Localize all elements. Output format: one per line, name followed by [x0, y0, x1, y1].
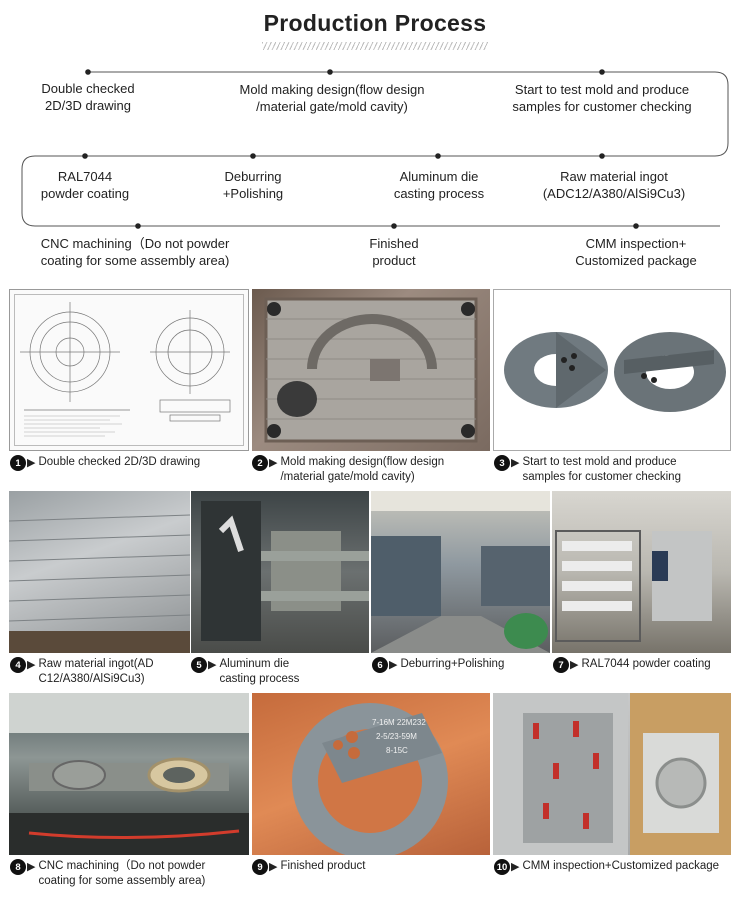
step-number-badge: 1 — [10, 455, 26, 471]
step-number-badge: 7 — [553, 657, 569, 673]
flow-node — [250, 153, 256, 159]
photo-cnc-machining — [9, 693, 249, 855]
flow-node — [327, 69, 333, 75]
flow-step-raw-material: Raw material ingot(ADC12/A380/AlSi9Cu3) — [542, 169, 686, 201]
step-number-badge: 6 — [372, 657, 388, 673]
arrow-right-icon: ▶ — [27, 659, 36, 671]
caption-7: 7▶ RAL7044 powder coating — [553, 657, 711, 673]
process-flow-diagram — [21, 69, 729, 229]
photo-2d-3d-drawing — [9, 289, 249, 451]
flow-node — [599, 69, 605, 75]
photo-mold — [252, 289, 490, 451]
step-number-badge: 8 — [10, 859, 26, 875]
part-marking-3: 8-15C — [386, 746, 408, 755]
flow-node — [599, 153, 605, 159]
flow-node — [435, 153, 441, 159]
photo-die-casting-machine — [191, 491, 369, 653]
arrow-right-icon: ▶ — [269, 861, 278, 873]
flow-node — [82, 153, 88, 159]
photo-deburring-workshop — [371, 491, 550, 653]
flow-step-mold-design: Mold making design(flow design/material … — [239, 82, 425, 114]
step-number-badge: 10 — [494, 859, 510, 875]
caption-6: 6▶ Deburring+Polishing — [372, 657, 504, 673]
flow-step-deburring: Deburring+Polishing — [222, 169, 284, 201]
arrow-right-icon: ▶ — [269, 457, 278, 469]
step-number-badge: 2 — [252, 455, 268, 471]
step-number-badge: 3 — [494, 455, 510, 471]
flow-node — [633, 223, 639, 229]
arrow-right-icon: ▶ — [511, 457, 520, 469]
step-number-badge: 5 — [191, 657, 207, 673]
page-title: Production Process — [263, 10, 487, 36]
part-marking-2: 2-5/23-59M — [376, 732, 417, 741]
photo-cmm-inspection — [493, 693, 731, 855]
flow-node — [135, 223, 141, 229]
arrow-right-icon: ▶ — [570, 659, 579, 671]
caption-9: 9▶ Finished product — [252, 859, 366, 875]
step-number-badge: 9 — [252, 859, 268, 875]
caption-2: 2▶ Mold making design(flow design/materi… — [252, 455, 444, 485]
caption-10: 10▶ CMM inspection+Customized package — [494, 859, 719, 875]
photo-powder-coating — [552, 491, 731, 653]
arrow-right-icon: ▶ — [389, 659, 398, 671]
photo-finished-product: 7-16M 22M232 2-5/23-59M 8-15C — [252, 693, 490, 855]
flow-step-cmm: CMM inspection+Customized package — [575, 236, 697, 268]
arrow-right-icon: ▶ — [27, 861, 36, 873]
caption-1: 1▶ Double checked 2D/3D drawing — [10, 455, 200, 471]
step-number-badge: 4 — [10, 657, 26, 673]
arrow-right-icon: ▶ — [511, 861, 520, 873]
title-decoration — [262, 42, 488, 50]
photo-ingots — [9, 491, 190, 653]
arrow-right-icon: ▶ — [208, 659, 217, 671]
photo-samples — [493, 289, 731, 451]
arrow-right-icon: ▶ — [27, 457, 36, 469]
flow-node — [391, 223, 397, 229]
part-marking-1: 7-16M 22M232 — [372, 718, 426, 727]
flow-node — [85, 69, 91, 75]
